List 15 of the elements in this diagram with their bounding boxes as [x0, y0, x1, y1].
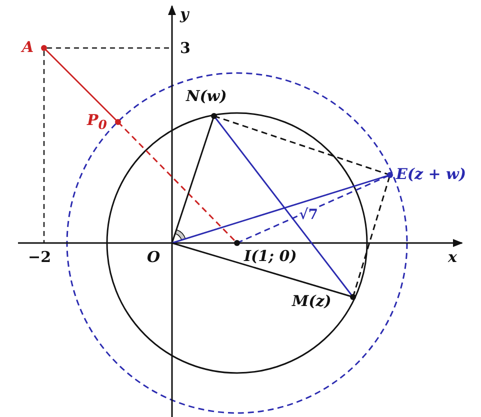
- point-label: A: [22, 39, 34, 56]
- tick-label: 3: [180, 40, 190, 57]
- point-label: P$_{0}$: [87, 112, 107, 133]
- point-label: O: [147, 249, 160, 266]
- line-segment: [213, 116, 354, 298]
- axis-label: y: [180, 6, 189, 23]
- line-segment: [236, 174, 390, 244]
- line-segment: [43, 47, 119, 123]
- point-label: E(z + w): [396, 166, 466, 183]
- point-label: I(1; 0): [244, 248, 297, 265]
- axis-label: x: [448, 249, 457, 266]
- point-label: N(w): [186, 88, 227, 105]
- tick-label: −2: [28, 249, 52, 266]
- point-label: M(z): [292, 293, 332, 310]
- line-segment: [117, 121, 238, 244]
